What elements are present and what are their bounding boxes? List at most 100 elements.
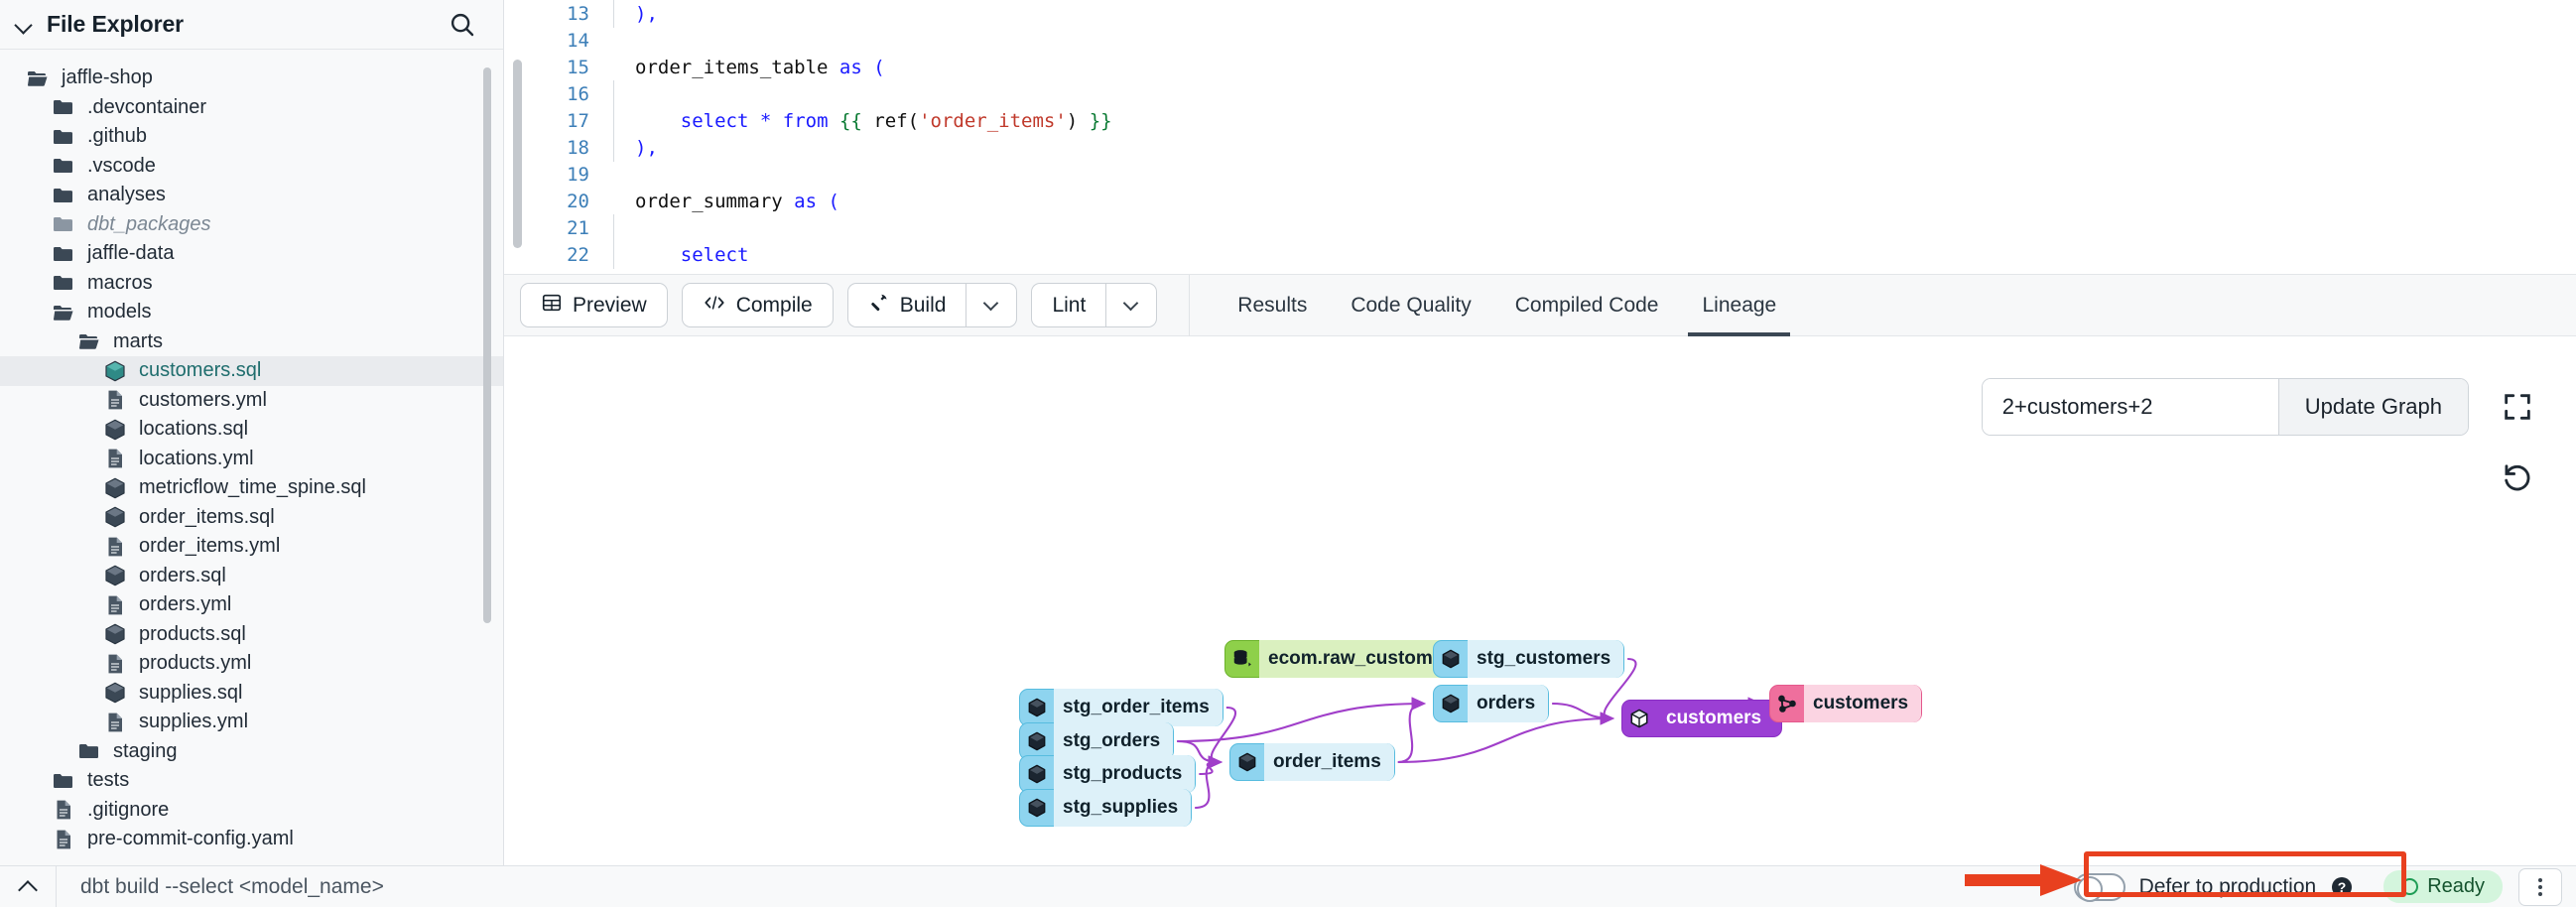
code-brackets-icon [703,292,726,320]
tab-label: Compiled Code [1515,294,1659,318]
compile-button-label: Compile [736,294,813,318]
test-node-icon [1770,685,1804,722]
code-line-text: ), [613,137,658,159]
sidebar-scrollbar[interactable] [483,67,491,623]
lint-button-label: Lint [1052,294,1086,318]
editor-scrollbar[interactable] [513,60,522,248]
sql-code-editor[interactable]: 13),14 15order_items_table as (16 17 sel… [504,0,2576,275]
status-bar-right: Defer to production ? Ready [2058,867,2576,907]
search-icon[interactable] [448,10,477,40]
lineage-node-stg_order_items[interactable]: stg_order_items [1019,689,1224,726]
kebab-menu-icon[interactable] [2518,868,2562,906]
file-tree-item[interactable]: orders.sql [0,562,503,591]
lineage-node-customers_test[interactable]: customers [1769,685,1922,722]
file-tree-item[interactable]: customers.yml [0,386,503,416]
graph-selector-input[interactable] [1983,379,2278,435]
page-title: File Explorer [47,11,448,38]
file-tree-item[interactable]: order_items.sql [0,503,503,533]
file-tree-item[interactable]: locations.sql [0,415,503,445]
folder-icon [50,123,76,150]
file-tree-item-label: order_items.sql [139,506,275,529]
lineage-node-stg_customers[interactable]: stg_customers [1433,640,1624,678]
preview-button[interactable]: Preview [520,283,668,327]
lineage-node-stg_supplies[interactable]: stg_supplies [1019,789,1192,827]
file-tree-item[interactable]: jaffle-data [0,239,503,269]
file-tree-item[interactable]: macros [0,269,503,299]
status-badge-label: Ready [2427,875,2485,898]
lineage-node-order_items[interactable]: order_items [1229,743,1395,781]
file-tree-item-label: orders.yml [139,593,231,616]
reset-arrow-icon[interactable] [2495,455,2540,501]
build-button-label: Build [900,294,947,318]
code-line: 21 [504,214,2576,241]
code-line-text [613,83,646,105]
file-tree-item-label: macros [87,272,153,295]
file-tree-item[interactable]: staging [0,737,503,767]
lineage-node-stg_products[interactable]: stg_products [1019,755,1196,793]
command-hint[interactable]: dbt build --select <model_name> [57,875,2058,899]
file-tree-item[interactable]: supplies.yml [0,708,503,737]
build-dropdown-toggle[interactable] [966,283,1017,327]
chevron-down-icon[interactable] [14,14,36,36]
file-tree-item[interactable]: marts [0,327,503,357]
yaml-file-icon [101,709,128,735]
update-graph-button[interactable]: Update Graph [2278,379,2468,435]
lint-dropdown-toggle[interactable] [1105,283,1157,327]
code-line: 16 [504,80,2576,107]
file-tree-item[interactable]: models [0,298,503,327]
lineage-node-orders[interactable]: orders [1433,685,1549,722]
file-explorer-header: File Explorer [0,0,503,50]
database-icon [1225,640,1259,678]
lint-button[interactable]: Lint [1031,283,1105,327]
code-line: 15order_items_table as ( [504,54,2576,80]
lineage-node-label: customers [1656,708,1781,729]
compile-button[interactable]: Compile [682,283,834,327]
file-tree-item[interactable]: metricflow_time_spine.sql [0,473,503,503]
file-tree-item[interactable]: jaffle-shop [0,64,503,93]
file-tree-item[interactable]: analyses [0,181,503,210]
tab-label: Lineage [1702,294,1776,318]
file-explorer-sidebar: File Explorer jaffle-shop.devcontainer.g… [0,0,504,865]
status-ring-icon [2401,878,2418,895]
defer-to-production-control[interactable]: Defer to production ? [2058,867,2371,907]
lineage-node-customers_model[interactable]: customers [1621,700,1782,737]
file-tree-item[interactable]: orders.yml [0,590,503,620]
folder-icon [50,153,76,180]
help-circle-icon[interactable]: ? [2330,875,2354,899]
file-tree-item-label: customers.sql [139,359,261,382]
file-tree-item-label: locations.sql [139,418,248,441]
code-line: 13), [504,0,2576,27]
file-tree-item[interactable]: tests [0,766,503,796]
file-tree-item[interactable]: .vscode [0,152,503,182]
tab-results[interactable]: Results [1216,275,1329,336]
file-tree-item[interactable]: .github [0,122,503,152]
tab-code-quality[interactable]: Code Quality [1329,275,1492,336]
cube-icon [1230,743,1264,781]
file-tree-item[interactable]: products.yml [0,649,503,679]
file-tree-item-label: analyses [87,184,166,206]
file-tree-item-label: jaffle-shop [62,66,153,89]
file-tree-item[interactable]: pre-commit-config.yaml [0,825,503,854]
yaml-file-icon [50,797,76,824]
file-tree-item[interactable]: .devcontainer [0,93,503,123]
file-tree-item[interactable]: locations.yml [0,445,503,474]
file-tree-item[interactable]: supplies.sql [0,679,503,709]
file-tree[interactable]: jaffle-shop .devcontainer.github.vscodean… [0,50,503,865]
build-button[interactable]: Build [847,283,966,327]
file-tree-item[interactable]: products.sql [0,620,503,650]
file-tree-item-label: staging [113,740,178,763]
file-tree-item[interactable]: order_items.yml [0,532,503,562]
file-tree-item[interactable]: customers.sql [0,356,503,386]
code-line-text [613,164,646,186]
editor-and-results-pane: 13),14 15order_items_table as (16 17 sel… [504,0,2576,865]
file-tree-item-label: tests [87,769,129,792]
expand-console-button[interactable] [0,876,56,898]
file-tree-item[interactable]: .gitignore [0,796,503,826]
code-line-text: order_summary as ( [613,191,839,212]
file-tree-item[interactable]: dbt_packages [0,210,503,240]
results-tabs[interactable]: ResultsCode Quality Compiled Code Lineage [1216,275,1798,336]
tab-compiled-code[interactable]: Compiled Code [1493,275,1681,336]
fullscreen-icon[interactable] [2495,384,2540,430]
tab-lineage[interactable]: Lineage [1680,275,1798,336]
